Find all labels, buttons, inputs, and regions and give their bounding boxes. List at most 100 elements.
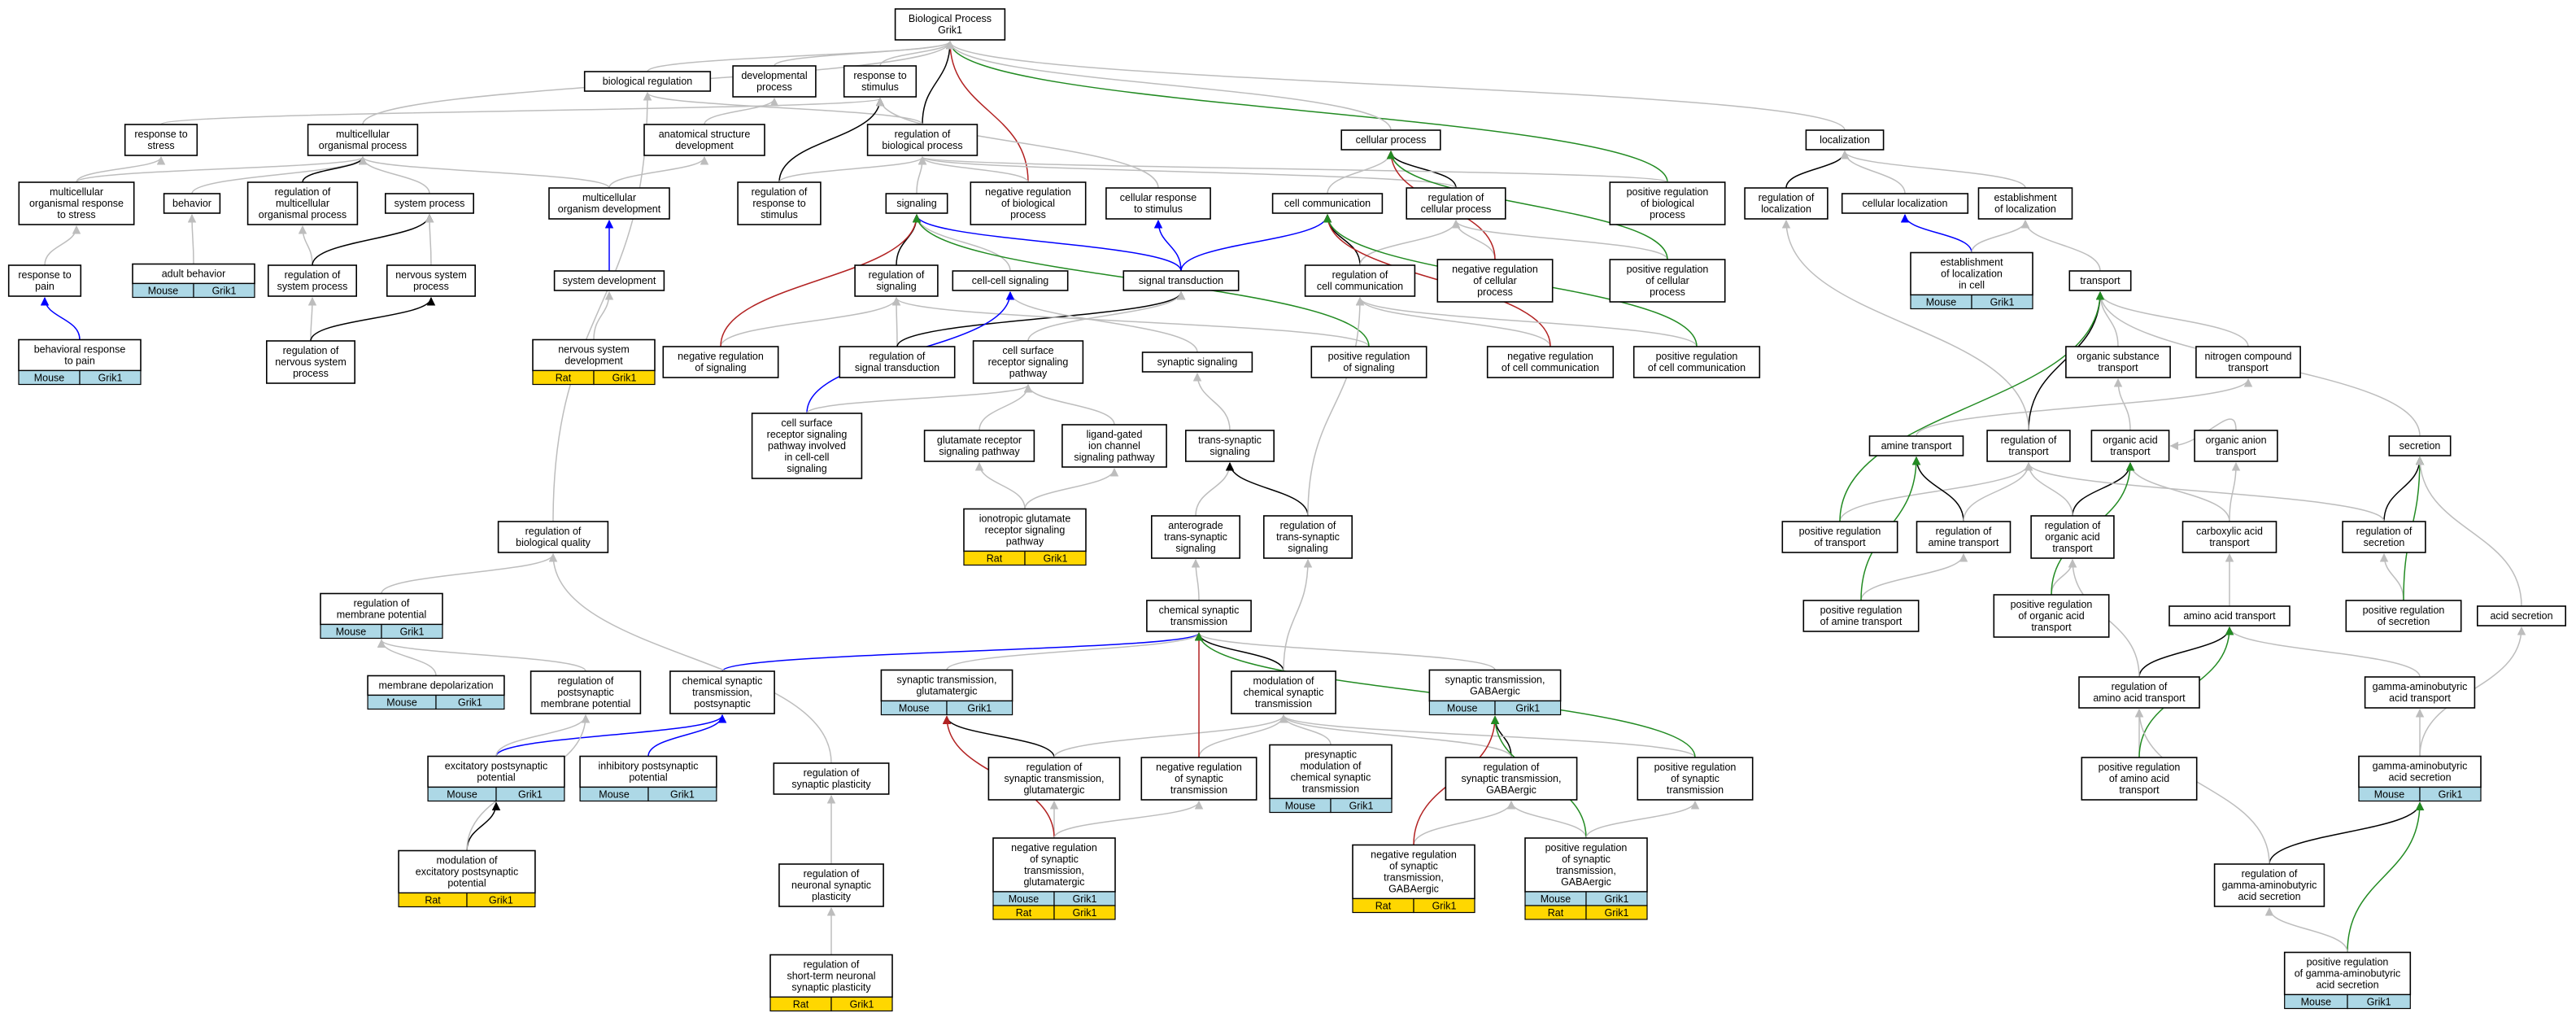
go-term-node-sigtrans[interactable]: signal transduction [1122, 270, 1240, 291]
go-term-node-localization[interactable]: localization [1805, 129, 1885, 151]
go-term-node-cellproc[interactable]: cellular process [1340, 129, 1441, 151]
go-term-node-cellloc[interactable]: cellular localization [1841, 193, 1969, 214]
go-term-node-biolreg[interactable]: biological regulation [583, 71, 712, 92]
go-term-node-aminetrans[interactable]: amine transport [1868, 435, 1964, 456]
go-term-node-behavior[interactable]: behavior [163, 193, 221, 214]
go-term-node-secretion[interactable]: secretion [2388, 435, 2452, 456]
go-term-node-chemsynpost[interactable]: chemical synaptictransmission,postsynapt… [669, 670, 775, 714]
go-term-node-synglu[interactable]: synaptic transmission,glutamatergicMouse… [880, 669, 1013, 716]
go-term-node-transport[interactable]: transport [2068, 270, 2132, 291]
go-term-node-signaling[interactable]: signaling [885, 193, 948, 214]
go-term-node-acidsecretion[interactable]: acid secretion [2477, 605, 2567, 627]
go-term-node-cellcellsig[interactable]: cell-cell signaling [952, 270, 1069, 291]
go-term-node-sysproc[interactable]: system process [384, 193, 474, 214]
go-term-node-synsig[interactable]: synaptic signaling [1141, 351, 1253, 373]
go-term-node-cellcomm[interactable]: cell communication [1271, 193, 1384, 214]
go-term-node-sysdev[interactable]: system development [553, 270, 665, 291]
go-term-node-aminoacidtrans[interactable]: amino acid transport [2168, 605, 2291, 627]
